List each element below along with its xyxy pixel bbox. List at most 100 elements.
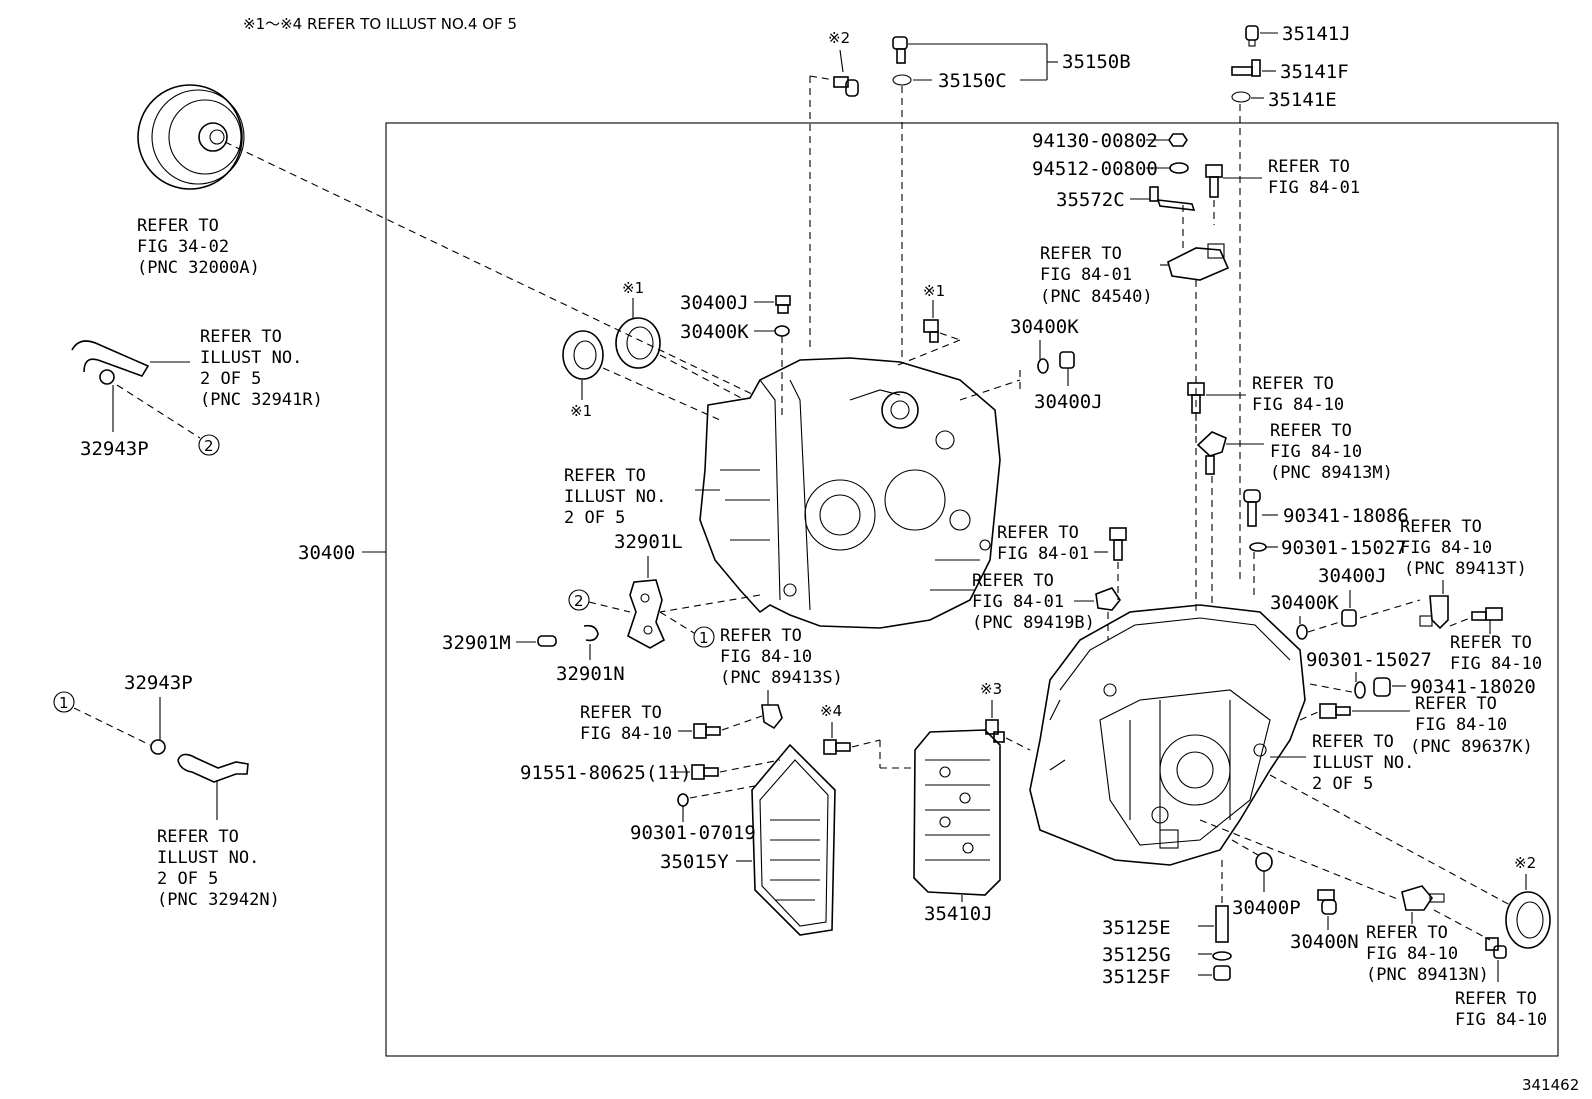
refer-note-line: REFER TO: [157, 827, 239, 847]
refer-note-line: 2 OF 5: [157, 869, 218, 889]
part-number-label: 90301-15027: [1281, 537, 1407, 559]
refer-note-line: FIG 84-10: [1366, 944, 1458, 964]
part-number-label: 32943P: [80, 438, 149, 460]
part-number-label: 35125G: [1102, 944, 1171, 966]
bolt-drawing: [1187, 382, 1205, 414]
bolt-drawing: [1485, 937, 1507, 959]
refer-note-line: ILLUST NO.: [157, 848, 259, 868]
oil-seal-drawing: [562, 330, 604, 380]
reference-mark: ※2: [1514, 854, 1536, 872]
bolt-drawing: [1471, 607, 1503, 621]
refer-note-line: FIG 84-01: [972, 592, 1064, 612]
header-note: ※1～※4 REFER TO ILLUST NO.4 OF 5: [243, 15, 517, 33]
refer-note-line: REFER TO: [1268, 157, 1350, 177]
refer-note-line: REFER TO: [1366, 923, 1448, 943]
refer-note-line: (PNC 89413N): [1366, 965, 1489, 985]
part-number-label: 35141E: [1268, 89, 1337, 111]
refer-note-line: FIG 84-10: [1400, 538, 1492, 558]
refer-note-line: ILLUST NO.: [564, 487, 666, 507]
washer-icon: [1169, 162, 1189, 174]
refer-note-line: REFER TO: [564, 466, 646, 486]
oil-seal-drawing: [1505, 891, 1551, 949]
callout-number: 1: [699, 629, 709, 647]
part-number-label: 90341-18086: [1283, 505, 1409, 527]
refer-note-line: (PNC 32000A): [137, 258, 260, 278]
valve-body-drawing: [913, 729, 1001, 896]
bolt-drawing: [985, 719, 1005, 743]
callout-circle: [568, 589, 590, 611]
refer-note-line: REFER TO: [972, 571, 1054, 591]
sensor-drawing: [892, 36, 912, 86]
refer-note-line: ILLUST NO.: [1312, 753, 1414, 773]
speed-sensor-drawing: [1419, 595, 1449, 630]
bolt-drawing: [693, 723, 721, 739]
pin-drawing: [537, 635, 557, 647]
part-number-label: 94512-00800: [1032, 158, 1158, 180]
sensor-drawing: [1095, 587, 1121, 611]
refer-note-line: REFER TO: [580, 703, 662, 723]
part-number-label: 30400J: [680, 292, 749, 314]
part-number-label: 30400K: [680, 321, 749, 343]
callout-number: 2: [204, 437, 214, 455]
part-number-label: 32943P: [124, 672, 193, 694]
part-number-label: 30400: [298, 542, 355, 564]
reference-mark: ※4: [820, 702, 842, 720]
refer-note-line: REFER TO: [1312, 732, 1394, 752]
refer-note-line: REFER TO: [997, 523, 1079, 543]
part-number-label: 35572C: [1056, 189, 1125, 211]
bolt-drawing: [1109, 527, 1127, 561]
refer-note-line: FIG 84-10: [1455, 1010, 1547, 1030]
stud-drawing: [1212, 905, 1232, 981]
refer-note-line: REFER TO: [1450, 633, 1532, 653]
refer-note-line: REFER TO: [1400, 517, 1482, 537]
oil-cooler-hose-drawing: [150, 739, 249, 783]
refer-note-line: REFER TO: [137, 216, 219, 236]
o-ring-icon: [774, 325, 790, 337]
reference-mark: ※1: [923, 282, 945, 300]
part-number-label: 35410J: [924, 903, 993, 925]
refer-note-line: FIG 84-10: [1450, 654, 1542, 674]
callout-circle: [198, 434, 220, 456]
refer-note-line: (PNC 89413T): [1404, 559, 1527, 579]
refer-note-line: FIG 84-10: [1252, 395, 1344, 415]
refer-note-line: REFER TO: [1415, 694, 1497, 714]
clip-drawing: [583, 624, 599, 642]
plug-drawing: [833, 76, 859, 97]
part-number-label: 35141J: [1282, 23, 1351, 45]
bracket-drawing: [627, 579, 666, 649]
refer-note-line: 2 OF 5: [1312, 774, 1373, 794]
refer-note-line: FIG 84-10: [1415, 715, 1507, 735]
callout-circle: [693, 626, 715, 648]
oil-strainer-drawing: [751, 743, 836, 936]
part-number-label: 90341-18020: [1410, 676, 1536, 698]
nut-icon: [1168, 133, 1188, 147]
refer-note-line: 2 OF 5: [200, 369, 261, 389]
refer-note-line: ILLUST NO.: [200, 348, 302, 368]
plug-drawing: [1341, 609, 1357, 627]
part-number-label: 90301-15027: [1306, 649, 1432, 671]
refer-note-line: FIG 84-01: [1268, 178, 1360, 198]
refer-note-line: (PNC 89413M): [1270, 463, 1393, 483]
assembly-frame: [385, 122, 1559, 1057]
transaxle-housing-drawing: [699, 357, 1001, 629]
refer-note-line: (PNC 32941R): [200, 390, 323, 410]
refer-note-line: (PNC 89413S): [720, 668, 843, 688]
part-number-label: 30400J: [1318, 565, 1387, 587]
part-number-label: 35150B: [1062, 51, 1131, 73]
refer-note-line: FIG 34-02: [137, 237, 229, 257]
reference-mark: ※1: [570, 402, 592, 420]
lever-drawing: [1149, 186, 1196, 211]
part-number-label: 91551-80625(11): [520, 762, 692, 784]
bolt-drawing: [823, 739, 851, 755]
part-number-label: 94130-00802: [1032, 130, 1158, 152]
refer-note-line: REFER TO: [1270, 421, 1352, 441]
refer-note-line: (PNC 89419B): [972, 613, 1095, 633]
part-number-label: 30400P: [1232, 897, 1301, 919]
refer-note-line: FIG 84-10: [720, 647, 812, 667]
o-ring-icon: [1249, 542, 1267, 552]
part-number-label: 35150C: [938, 70, 1007, 92]
pressure-sensor-drawing: [1319, 703, 1351, 719]
o-ring-icon: [1255, 852, 1273, 872]
refer-note-line: FIG 84-10: [1270, 442, 1362, 462]
reference-mark: ※2: [828, 29, 850, 47]
